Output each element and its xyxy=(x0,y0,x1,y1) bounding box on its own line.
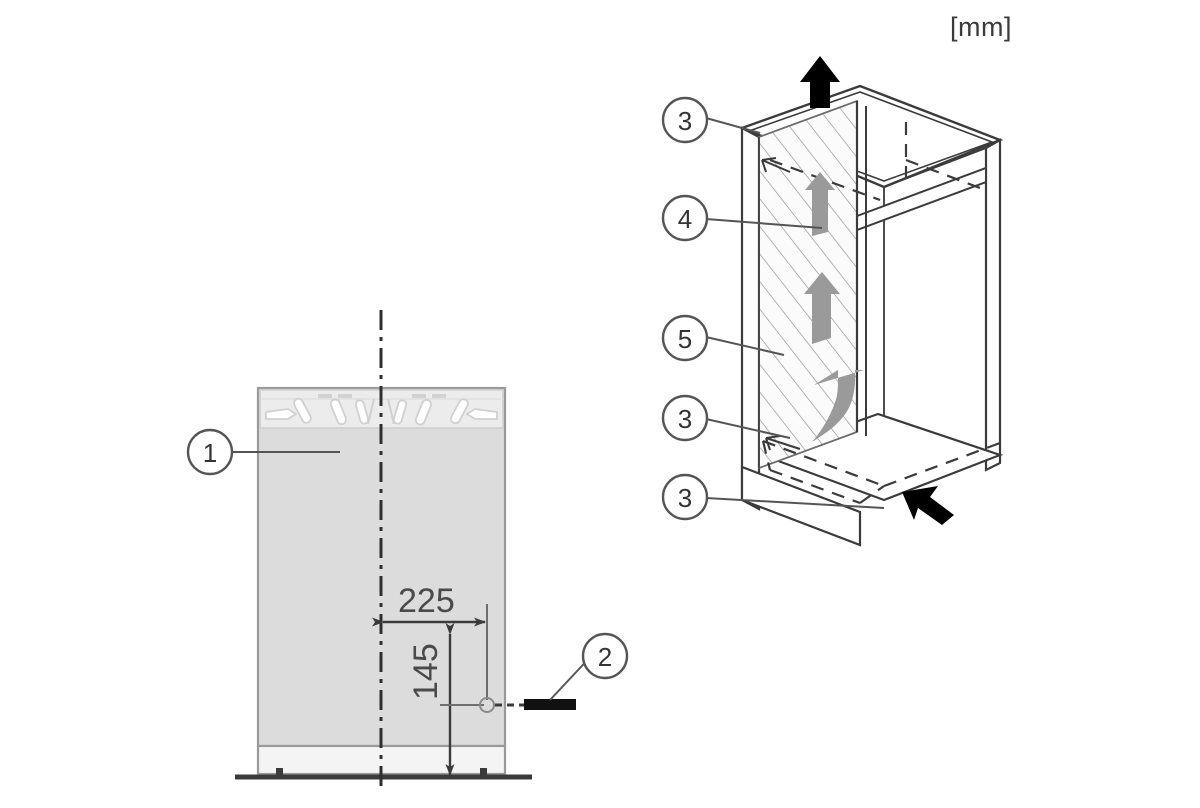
bracket-centre-notch xyxy=(367,398,395,425)
callout-4-circle xyxy=(661,194,709,242)
callout-3-mid[interactable]: 3 xyxy=(661,394,791,442)
callout-3-bottom-leader xyxy=(705,497,885,509)
niche-left-wall xyxy=(740,126,761,511)
callout-3-bottom-number: 3 xyxy=(678,483,692,513)
callout-2-circle xyxy=(581,632,629,680)
callout-5[interactable]: 5 xyxy=(661,314,785,362)
callout-4-leader xyxy=(705,218,823,229)
airflow-arrow-curved-tail xyxy=(812,392,850,442)
callout-4-number: 4 xyxy=(678,204,692,234)
dimension-225: 225 xyxy=(372,582,488,700)
callout-5-number: 5 xyxy=(678,324,692,354)
hidden-lines-top xyxy=(769,122,981,202)
callout-5-leader xyxy=(705,336,785,356)
callout-5-circle xyxy=(661,314,709,362)
bracket-slot-shapes xyxy=(265,397,498,426)
callout-1-circle xyxy=(186,428,234,476)
callout-2[interactable]: 2 xyxy=(524,632,629,710)
callout-3-bottom-circle xyxy=(661,473,709,521)
appliance-foot-left xyxy=(276,768,283,778)
callout-2-number: 2 xyxy=(598,642,612,672)
airflow-arrow-upper xyxy=(805,172,835,236)
hidden-lines-bottom xyxy=(761,439,1001,505)
callout-3-top[interactable]: 3 xyxy=(661,96,761,144)
callout-3-top-leader xyxy=(705,117,761,134)
arrow-air-out-top xyxy=(800,56,840,108)
isometric-view-group: 3 4 5 3 3 xyxy=(661,56,1004,547)
appliance-foot-right xyxy=(480,768,487,778)
callout-3-mid-circle xyxy=(661,394,709,442)
vent-mark-top xyxy=(761,157,791,173)
niche-plinth-left xyxy=(741,499,861,547)
callout-3-mid-leader xyxy=(705,418,791,439)
callout-1-number: 1 xyxy=(203,438,217,468)
callout-3-top-number: 3 xyxy=(678,106,692,136)
callout-3-mid-number: 3 xyxy=(678,404,692,434)
socket-centre-circle xyxy=(479,697,495,713)
niche-right-wall xyxy=(984,138,1002,472)
front-view-group: 1 225 145 xyxy=(186,310,629,790)
airflow-arrow-middle xyxy=(804,272,840,344)
vent-mark-bottom xyxy=(765,435,801,451)
dim-145-text: 145 xyxy=(407,643,445,700)
callout-1[interactable]: 1 xyxy=(186,428,340,476)
socket-symbol xyxy=(524,699,576,710)
callout-3-top-circle xyxy=(661,96,709,144)
dim-225-text: 225 xyxy=(398,582,455,620)
arrow-air-in-bottom xyxy=(902,486,954,525)
callout-3-bottom[interactable]: 3 xyxy=(661,473,885,521)
socket-marker-group xyxy=(440,697,525,713)
unit-label: [mm] xyxy=(950,12,1012,42)
callout-4[interactable]: 4 xyxy=(661,194,823,242)
